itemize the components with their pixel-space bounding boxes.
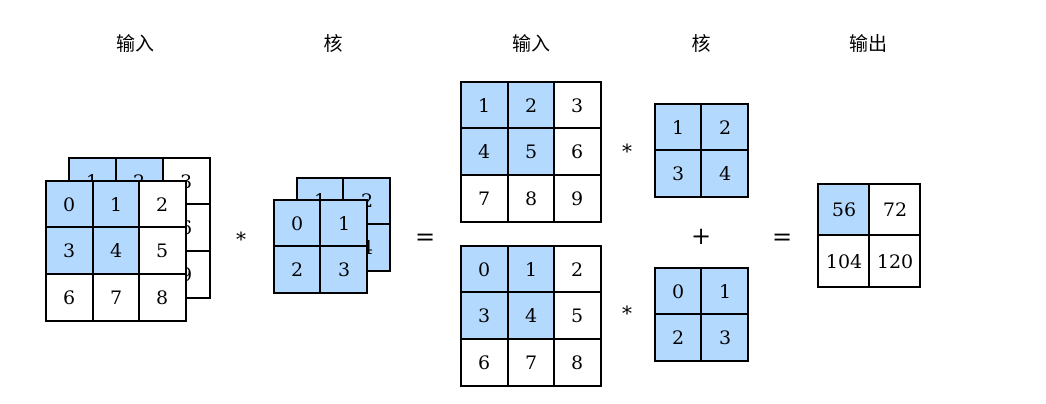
conv-operator-left: * [236,227,246,251]
cell-value: 5 [525,141,537,163]
output-grid: 56 72 104 120 [817,183,921,288]
cell-value: 6 [478,352,490,374]
cell-value: 3 [719,327,731,349]
cell-value: 120 [877,251,913,273]
cell-value: 3 [571,95,583,117]
title-kernel-right: 核 [691,33,710,55]
cell-value: 1 [672,117,684,139]
cell-value: 72 [883,199,907,221]
cell-value: 56 [832,199,856,221]
title-input-right: 输入 [512,33,550,55]
plus-operator: + [691,222,711,250]
cell-value: 2 [525,95,537,117]
cell-value: 7 [478,188,490,210]
output-highlight [818,184,869,235]
input-grid-channel-bottom: 0 1 2 3 4 5 6 7 8 [460,245,602,387]
cell-value: 6 [63,287,75,309]
title-output: 输出 [849,33,887,55]
cell-value: 2 [291,259,303,281]
cell-value: 1 [719,281,731,303]
grid-border [460,245,602,387]
equals-operator-right: = [772,223,792,251]
cell-value: 4 [719,163,731,185]
cell-value: 3 [672,163,684,185]
cell-value: 8 [525,188,537,210]
cell-value: 8 [571,352,583,374]
cell-value: 0 [478,259,490,281]
kernel-stack-front-channel: 0 1 2 3 [273,199,368,294]
input-grid-channel-top: 1 2 3 4 5 6 7 8 9 [460,81,602,223]
cell-value: 5 [571,305,583,327]
conv-operator-top: * [622,139,632,163]
cell-value: 0 [672,281,684,303]
input-stack-front-channel: 0 1 2 3 4 5 6 7 8 [45,180,187,322]
cell-value: 104 [826,251,862,273]
cell-value: 4 [525,305,537,327]
cell-value: 2 [672,327,684,349]
title-kernel-left: 核 [323,33,342,55]
cell-value: 6 [571,141,583,163]
cell-value: 2 [571,259,583,281]
grid-border [45,180,187,322]
title-input-left: 输入 [116,33,154,55]
cell-value: 2 [719,117,731,139]
kernel-grid-channel-top: 1 2 3 4 [654,103,749,198]
cell-value: 0 [63,194,75,216]
equals-operator-left: = [415,223,435,251]
cell-value: 5 [156,240,168,262]
cell-value: 4 [110,240,122,262]
cell-value: 1 [110,194,122,216]
cell-value: 0 [291,213,303,235]
cell-value: 3 [338,259,350,281]
cell-value: 8 [156,287,168,309]
cell-value: 1 [478,95,490,117]
cell-value: 7 [525,352,537,374]
cell-value: 9 [571,188,583,210]
grid-border [460,81,602,223]
cell-value: 3 [478,305,490,327]
cell-value: 1 [525,259,537,281]
cell-value: 3 [63,240,75,262]
cell-value: 4 [478,141,490,163]
cell-value: 7 [110,287,122,309]
cell-value: 1 [338,213,350,235]
kernel-grid-channel-bottom: 0 1 2 3 [654,267,749,362]
cell-value: 2 [156,194,168,216]
conv-operator-bottom: * [622,301,632,325]
